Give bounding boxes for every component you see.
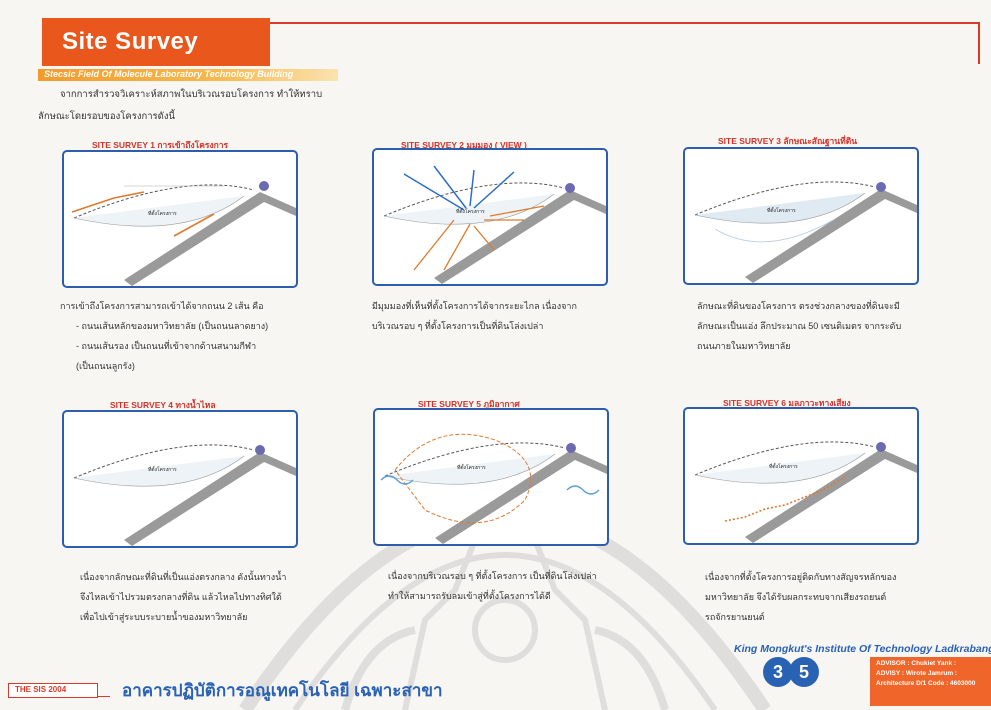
page-digit-1: 3 xyxy=(773,662,783,682)
survey-1-desc-line: - ถนนเส้นรอง เป็นถนนที่เข้าจากด้านสนามกี… xyxy=(76,341,257,351)
advisor-line: ADVISOR : Chukiet Yank : xyxy=(876,660,957,667)
survey-2-desc-line: บริเวณรอบ ๆ ที่ตั้งโครงการเป็นที่ดินโล่ง… xyxy=(372,321,544,331)
survey-3-description: ลักษณะที่ดินของโครงการ ตรงช่วงกลางของที่… xyxy=(697,296,901,356)
intro-paragraph: จากการสำรวจวิเคราะห์สภาพในบริเวณรอบโครงก… xyxy=(38,84,458,128)
advisy-line: ADVISY : Wirote Jamrum : xyxy=(876,670,958,677)
survey-1-title: SITE SURVEY 1 การเข้าถึงโครงการ xyxy=(92,140,229,150)
survey-2-site-drawing xyxy=(383,165,606,284)
survey-2-description: มีมุมมองที่เห็นที่ตั้งโครงการได้จากระยะไ… xyxy=(372,296,577,336)
code-line: Architecture D/1 Code : 4603000 xyxy=(876,680,976,687)
survey-1-desc-line: การเข้าถึงโครงการสามารถเข้าได้จากถนน 2 เ… xyxy=(60,301,264,311)
survey-4-desc-line: จึงไหลเข้าไปรวมตรงกลางที่ดิน แล้วไหลไปทา… xyxy=(80,592,282,602)
survey-6-desc-line: เนื่องจากที่ตั้งโครงการอยู่ติดกับทางสัญจ… xyxy=(705,572,897,582)
site-label: ที่ตั้งโครงการ xyxy=(767,208,796,214)
subtitle-banner: Stecsic Field Of Molecule Laboratory Tec… xyxy=(38,69,338,81)
page-title: Site Survey xyxy=(62,28,199,55)
title-banner: Site Survey xyxy=(42,18,270,66)
survey-6-title: SITE SURVEY 6 มลภาวะทางเสียง xyxy=(723,398,851,408)
survey-1-panel: ที่ตั้งโครงการ xyxy=(62,150,298,288)
site-label: ที่ตั้งโครงการ xyxy=(769,464,798,470)
thesis-label: THE SIS 2004 xyxy=(15,685,67,694)
survey-5-desc-line: เนื่องจากบริเวณรอบ ๆ ที่ตั้งโครงการ เป็น… xyxy=(388,571,597,581)
survey-6-desc-line: มหาวิทยาลัย จึงได้รับผลกระทบจากเสียงรถยน… xyxy=(705,592,887,602)
site-label: ที่ตั้งโครงการ xyxy=(456,209,485,215)
page-digit-2: 5 xyxy=(799,662,809,682)
survey-3-desc-line: ลักษณะที่ดินของโครงการ ตรงช่วงกลางของที่… xyxy=(697,301,900,311)
thesis-tag: THE SIS 2004 xyxy=(8,683,98,698)
survey-1-desc-line: - ถนนเส้นหลักของมหาวิทยาลัย (เป็นถนนลาดย… xyxy=(76,321,269,331)
survey-2-desc-line: มีมุมมองที่เห็นที่ตั้งโครงการได้จากระยะไ… xyxy=(372,301,577,311)
survey-2-panel: ที่ตั้งโครงการ xyxy=(372,148,608,286)
site-label: ที่ตั้งโครงการ xyxy=(457,465,486,471)
survey-3-desc-line: ถนนภายในมหาวิทยาลัย xyxy=(697,341,791,351)
page-subtitle: Stecsic Field Of Molecule Laboratory Tec… xyxy=(44,69,294,79)
survey-6-site-drawing xyxy=(694,441,917,543)
survey-2-title: SITE SURVEY 2 มุมมอง ( VIEW ) xyxy=(401,140,527,150)
survey-3-desc-line: ลักษณะเป็นแอ่ง ลึกประมาณ 50 เซนติเมตร จา… xyxy=(697,321,902,331)
survey-4-description: เนื่องจากลักษณะที่ดินที่เป็นแอ่งตรงกลาง … xyxy=(80,567,286,627)
survey-3-site-drawing xyxy=(694,181,917,283)
survey-6-desc-line: รถจักรยานยนต์ xyxy=(705,612,765,622)
survey-5-description: เนื่องจากบริเวณรอบ ๆ ที่ตั้งโครงการ เป็น… xyxy=(388,566,597,606)
site-label: ที่ตั้งโครงการ xyxy=(148,211,177,217)
advisor-info-box: ADVISOR : Chukiet Yank : ADVISY : Wirote… xyxy=(870,657,991,706)
survey-4-site-drawing xyxy=(73,444,296,546)
survey-6-panel: ที่ตั้งโครงการ xyxy=(683,407,919,545)
survey-6-description: เนื่องจากที่ตั้งโครงการอยู่ติดกับทางสัญจ… xyxy=(705,567,896,627)
survey-5-panel: ที่ตั้งโครงการ xyxy=(373,408,609,546)
intro-line-1: จากการสำรวจวิเคราะห์สภาพในบริเวณรอบโครงก… xyxy=(60,89,323,100)
survey-3-panel: ที่ตั้งโครงการ xyxy=(683,147,919,285)
survey-4-panel: ที่ตั้งโครงการ xyxy=(62,410,298,548)
survey-5-site-drawing xyxy=(380,433,607,544)
site-label: ที่ตั้งโครงการ xyxy=(148,467,177,473)
survey-4-desc-line: เนื่องจากลักษณะที่ดินที่เป็นแอ่งตรงกลาง … xyxy=(80,572,287,582)
survey-1-desc-line: (เป็นถนนลูกรัง) xyxy=(76,361,135,371)
survey-5-desc-line: ทำให้สามารถรับลมเข้าสู่ที่ตั้งโครงการได้… xyxy=(388,591,551,601)
survey-1-description: การเข้าถึงโครงการสามารถเข้าได้จากถนน 2 เ… xyxy=(60,296,268,376)
title-frame-line xyxy=(270,22,980,64)
project-title-thai: อาคารปฏิบัติการอณูเทคโนโลยี เฉพาะสาขา xyxy=(122,681,443,700)
survey-1-site-drawing xyxy=(71,181,296,286)
survey-3-title: SITE SURVEY 3 ลักษณะสัณฐานที่ดิน xyxy=(718,136,858,146)
survey-4-desc-line: เพื่อไปเข้าสู่ระบบระบายน้ำของมหาวิทยาลัย xyxy=(80,612,248,622)
institute-name: King Mongkut's Institute Of Technology L… xyxy=(734,643,991,655)
survey-5-title: SITE SURVEY 5 ภูมิอากาศ xyxy=(418,399,520,409)
survey-4-title: SITE SURVEY 4 ทางน้ำไหล xyxy=(110,400,216,410)
intro-line-2: ลักษณะโดยรอบของโครงการดังนี้ xyxy=(38,111,175,122)
page-number-badge: 3 5 xyxy=(763,657,819,687)
footer-divider xyxy=(98,696,110,697)
